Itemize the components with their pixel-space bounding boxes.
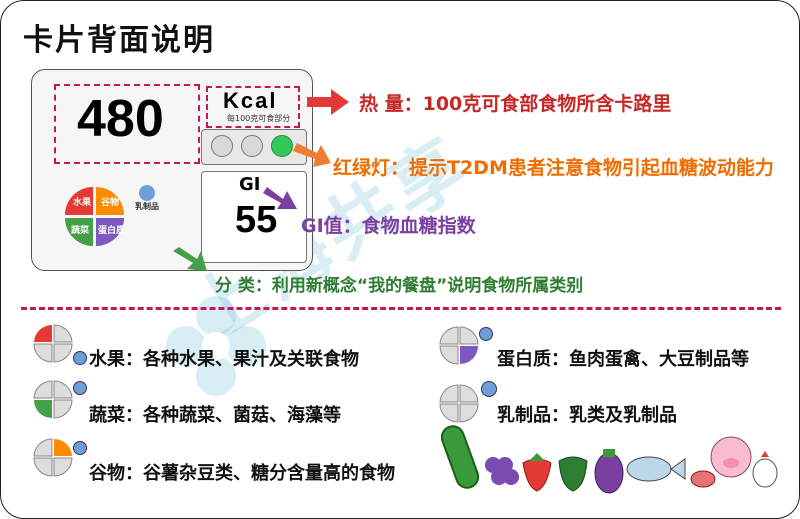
plate-protein-label: 蛋白质	[98, 224, 125, 236]
plate-protein-icon	[439, 326, 479, 365]
gi-value: 55	[235, 199, 278, 241]
plate-fruit-icon	[33, 324, 73, 363]
kcal-unit: Kcal	[223, 88, 278, 113]
plate-veg-icon	[33, 380, 73, 419]
dairy-dot-icon	[73, 351, 87, 365]
grapes-icon	[485, 457, 519, 485]
kcal-highlight	[54, 84, 200, 164]
dairy-dot-icon	[73, 441, 87, 455]
cucumber-icon	[441, 425, 480, 489]
kcal-value: 480	[77, 90, 164, 148]
kcal-unit-sub: 每100克可食部分	[227, 114, 291, 123]
dairy-dot-icon	[481, 381, 497, 397]
watermark-flower-icon	[166, 296, 266, 396]
my-plate-icon: 水果 谷物 蔬菜 蛋白质 乳制品	[65, 185, 159, 246]
plate-veg-label: 蔬菜	[71, 224, 90, 236]
legend-protein: 蛋白质：鱼肉蛋禽、大豆制品等	[497, 349, 749, 370]
light-off-icon	[241, 135, 263, 157]
crab-icon	[690, 470, 716, 488]
desc-gi: GI值：食物血糖指数	[301, 215, 476, 237]
eggplant-icon	[594, 449, 624, 494]
plate-dairy-label: 乳制品	[135, 201, 159, 211]
light-off-icon	[211, 135, 233, 157]
legend-fruit: 水果：各种水果、果汁及关联食物	[89, 349, 359, 370]
fish-icon	[626, 456, 686, 482]
plate-grain-icon	[33, 438, 73, 477]
arrow-gi-icon	[263, 187, 297, 209]
page-title: 卡片背面说明	[23, 23, 215, 58]
dairy-dot-icon	[73, 381, 87, 395]
plate-dairy-icon	[439, 384, 479, 423]
light-green-icon	[271, 135, 293, 157]
dairy-dot-icon	[479, 327, 493, 341]
pepper-icon	[558, 456, 588, 492]
arrow-category-icon	[173, 247, 207, 271]
legend-grain: 谷物：谷薯杂豆类、糖分含量高的食物	[89, 463, 395, 484]
arrow-lights-icon	[293, 143, 331, 167]
gi-panel	[201, 171, 307, 263]
desc-category: 分 类：利用新概念“我的餐盘”说明食物所属类别	[215, 276, 584, 296]
plate-fruit-label: 水果	[73, 196, 92, 208]
cartoon-foods-illustration	[441, 425, 778, 494]
unit-highlight	[206, 86, 300, 128]
arrow-heat-icon	[307, 89, 349, 115]
legend-dairy: 乳制品：乳类及乳制品	[497, 405, 677, 426]
legend-veg: 蔬菜：各种蔬菜、菌菇、海藻等	[89, 405, 341, 426]
chicken-icon	[752, 451, 778, 488]
desc-lights: 红绿灯：提示T2DM患者注意食物引起血糖波动能力	[333, 157, 774, 179]
gi-label: GI	[239, 174, 261, 195]
strawberry-icon	[522, 453, 552, 492]
pig-icon	[710, 436, 752, 478]
divider	[21, 307, 781, 310]
plate-grain-label: 谷物	[101, 196, 119, 208]
desc-heat: 热 量：100克可食部食物所含卡路里	[359, 93, 672, 115]
pointer-arrows	[173, 89, 349, 271]
